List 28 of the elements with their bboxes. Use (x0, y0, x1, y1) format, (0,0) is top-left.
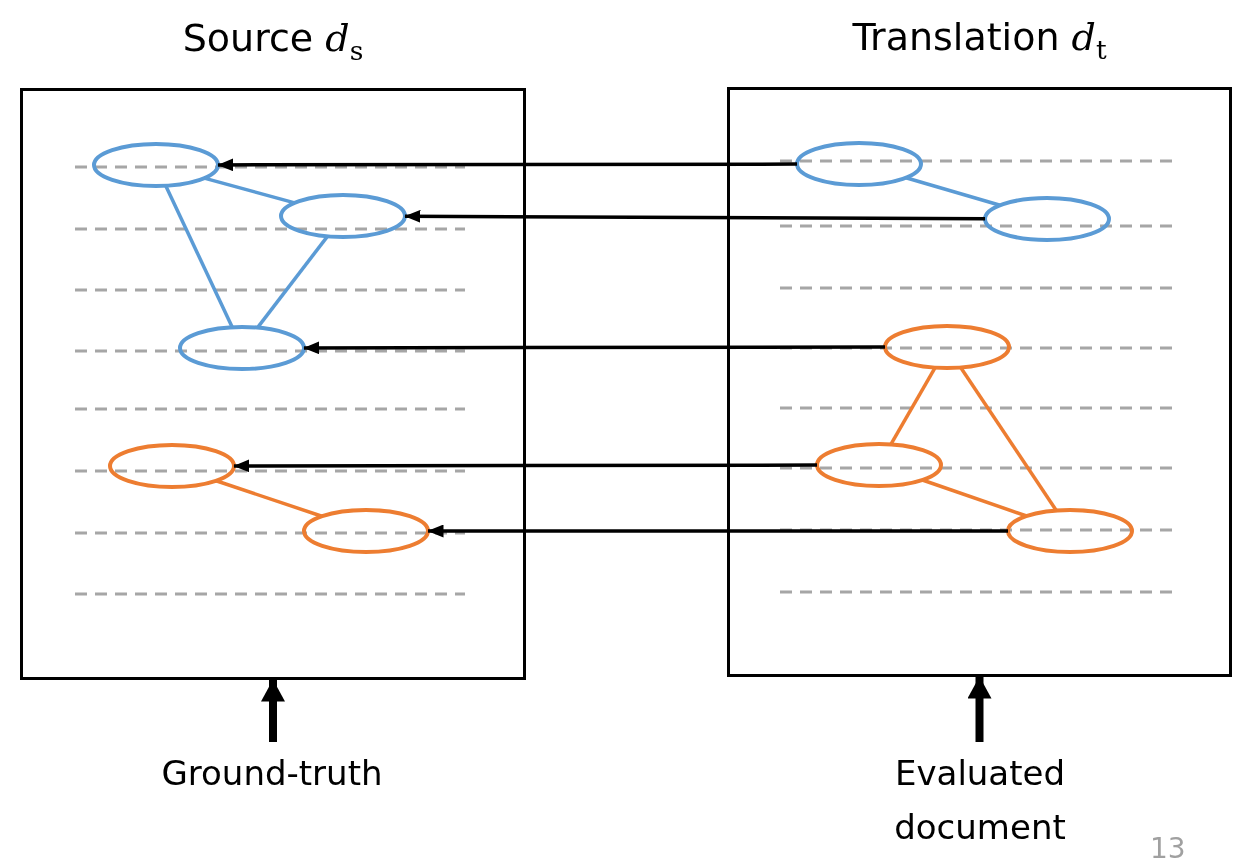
ellipse-node (795, 141, 923, 187)
panel-title: Source d$_{s}$ (181, 15, 365, 68)
connector-line (959, 366, 1058, 512)
connector-line (164, 185, 234, 328)
ellipse-node (883, 324, 1011, 370)
caption-text: Ground-truth (122, 746, 422, 800)
connector-line (905, 176, 1001, 207)
connector-line (256, 235, 329, 329)
arrow (404, 209, 985, 223)
ellipse-node (92, 142, 220, 188)
connector-line (889, 366, 937, 446)
panel-title: Translation d$_{t}$ (851, 14, 1108, 67)
caption-text: Evaluated document (830, 746, 1130, 854)
ellipse-node (1006, 508, 1134, 554)
arrow (303, 341, 885, 355)
ellipse-node (108, 443, 236, 489)
connector-line (215, 479, 323, 518)
arrow (217, 158, 797, 172)
arrow (233, 459, 817, 473)
ellipse-node (279, 193, 407, 239)
ellipse-node (178, 325, 306, 371)
connector-line (203, 176, 296, 205)
arrow (427, 524, 1008, 538)
ellipse-node (983, 196, 1111, 242)
connector-line (921, 478, 1028, 518)
ellipse-node (302, 508, 430, 554)
ellipse-node (815, 442, 943, 488)
page-number: 13 (1150, 832, 1186, 864)
